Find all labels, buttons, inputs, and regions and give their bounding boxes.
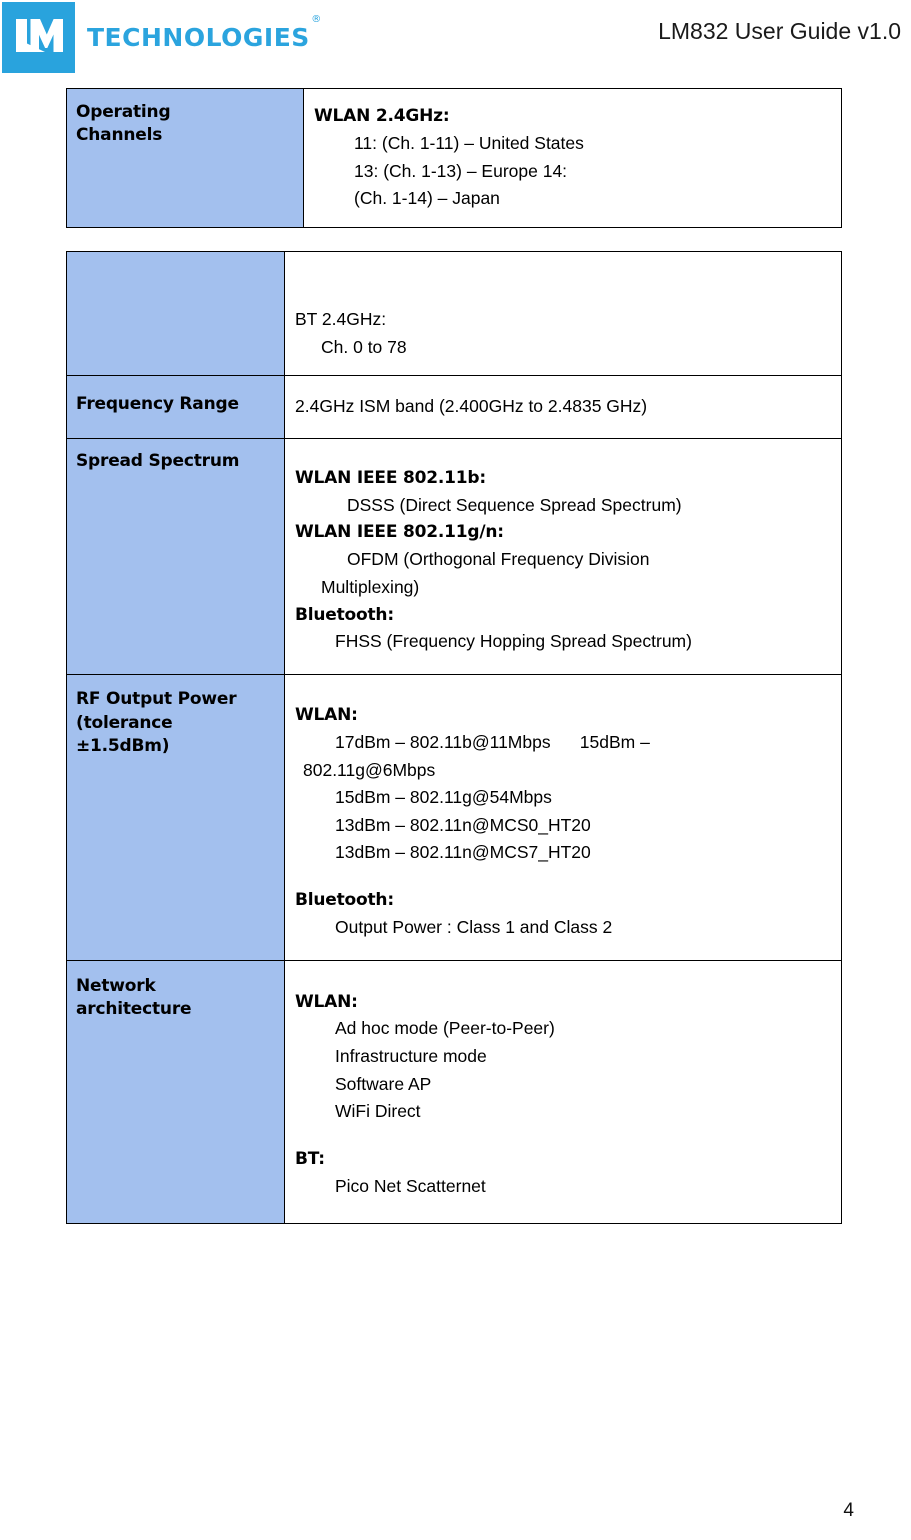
value-line: BT 2.4GHz: bbox=[295, 309, 387, 329]
logo-wordmark-text: TECHNOLOGIES bbox=[87, 23, 310, 52]
value-line: WiFi Direct bbox=[335, 1101, 421, 1122]
operating-channels-table: Operating Channels WLAN 2.4GHz: 11: (Ch.… bbox=[66, 88, 842, 228]
logo-wordmark: TECHNOLOGIES ® bbox=[87, 14, 321, 52]
value-line: Infrastructure mode bbox=[335, 1046, 487, 1067]
row-label-frequency-range: Frequency Range bbox=[66, 375, 285, 439]
document-title: LM832 User Guide v1.0 bbox=[658, 18, 901, 44]
row-label-blank bbox=[66, 250, 285, 377]
row-value-frequency-range: 2.4GHz ISM band (2.400GHz to 2.4835 GHz) bbox=[284, 375, 842, 439]
table-row: Frequency Range 2.4GHz ISM band (2.400GH… bbox=[66, 375, 842, 439]
table-row: RF Output Power (tolerance ±1.5dBm) WLAN… bbox=[66, 674, 842, 961]
registered-trademark-icon: ® bbox=[311, 14, 322, 25]
table-body: Operating Channels WLAN 2.4GHz: 11: (Ch.… bbox=[66, 88, 842, 228]
value-line: Multiplexing) bbox=[321, 576, 420, 597]
value-line: Software AP bbox=[335, 1073, 432, 1094]
radio-specifications-table: BT 2.4GHz: Ch. 0 to 78 Frequency Range 2… bbox=[66, 250, 842, 1224]
table-row: Network architecture WLAN: Ad hoc mode (… bbox=[66, 959, 842, 1224]
value-line: 11: (Ch. 1-11) – United States bbox=[354, 132, 584, 153]
value-spacer bbox=[295, 1126, 831, 1146]
value-line: WLAN: bbox=[295, 991, 358, 1012]
value-line: Bluetooth: bbox=[295, 890, 394, 911]
value-line: WLAN IEEE 802.11b: bbox=[295, 467, 486, 488]
value-line: 13dBm – 802.11n@MCS7_HT20 bbox=[335, 842, 591, 863]
value-line: OFDM (Orthogonal Frequency Division bbox=[347, 549, 650, 570]
company-logo: TECHNOLOGIES ® bbox=[2, 2, 321, 73]
value-line: Ch. 0 to 78 bbox=[321, 336, 407, 357]
value-line: 17dBm – 802.11b@11Mbps 15dBm – bbox=[335, 731, 650, 752]
page-number: 4 bbox=[843, 1500, 854, 1521]
value-line: 802.11g@6Mbps bbox=[303, 759, 436, 780]
table-row: Spread Spectrum WLAN IEEE 802.11b: DSSS … bbox=[66, 437, 842, 676]
table-row: Operating Channels WLAN 2.4GHz: 11: (Ch.… bbox=[66, 88, 842, 228]
row-label-operating-channels: Operating Channels bbox=[66, 88, 304, 228]
value-line: Pico Net Scatternet bbox=[335, 1175, 486, 1196]
value-line: Output Power : Class 1 and Class 2 bbox=[335, 916, 613, 937]
value-line: (Ch. 1-14) – Japan bbox=[354, 188, 500, 209]
table-row: BT 2.4GHz: Ch. 0 to 78 bbox=[66, 250, 842, 377]
value-line: BT: bbox=[295, 1149, 325, 1170]
value-spacer bbox=[295, 867, 831, 887]
table-body: BT 2.4GHz: Ch. 0 to 78 Frequency Range 2… bbox=[66, 250, 842, 1224]
row-value-operating-channels: WLAN 2.4GHz: 11: (Ch. 1-11) – United Sta… bbox=[303, 88, 842, 228]
row-value-spread-spectrum: WLAN IEEE 802.11b: DSSS (Direct Sequence… bbox=[284, 437, 842, 676]
value-line: DSSS (Direct Sequence Spread Spectrum) bbox=[347, 494, 682, 515]
value-line: Ad hoc mode (Peer-to-Peer) bbox=[335, 1018, 555, 1039]
row-label-rf-output-power: RF Output Power (tolerance ±1.5dBm) bbox=[66, 674, 285, 961]
value-line: 15dBm – 802.11g@54Mbps bbox=[335, 787, 552, 808]
lm-logo-icon bbox=[2, 2, 75, 73]
value-line: 13: (Ch. 1-13) – Europe 14: bbox=[354, 160, 568, 181]
row-label-network-architecture: Network architecture bbox=[66, 959, 285, 1224]
row-value-bt-channels: BT 2.4GHz: Ch. 0 to 78 bbox=[284, 250, 842, 377]
page-header: TECHNOLOGIES ® LM832 User Guide v1.0 bbox=[0, 0, 911, 80]
row-label-spread-spectrum: Spread Spectrum bbox=[66, 437, 285, 676]
value-line: 13dBm – 802.11n@MCS0_HT20 bbox=[335, 814, 591, 835]
value-line: FHSS (Frequency Hopping Spread Spectrum) bbox=[335, 631, 692, 652]
value-line: WLAN: bbox=[295, 705, 358, 726]
value-line: Bluetooth: bbox=[295, 604, 394, 625]
value-line: WLAN 2.4GHz: bbox=[314, 106, 450, 126]
value-line: 2.4GHz ISM band (2.400GHz to 2.4835 GHz) bbox=[295, 396, 648, 417]
value-line: WLAN IEEE 802.11g/n: bbox=[295, 522, 504, 543]
row-value-rf-output-power: WLAN: 17dBm – 802.11b@11Mbps 15dBm – 802… bbox=[284, 674, 842, 961]
row-value-network-architecture: WLAN: Ad hoc mode (Peer-to-Peer) Infrast… bbox=[284, 959, 842, 1224]
